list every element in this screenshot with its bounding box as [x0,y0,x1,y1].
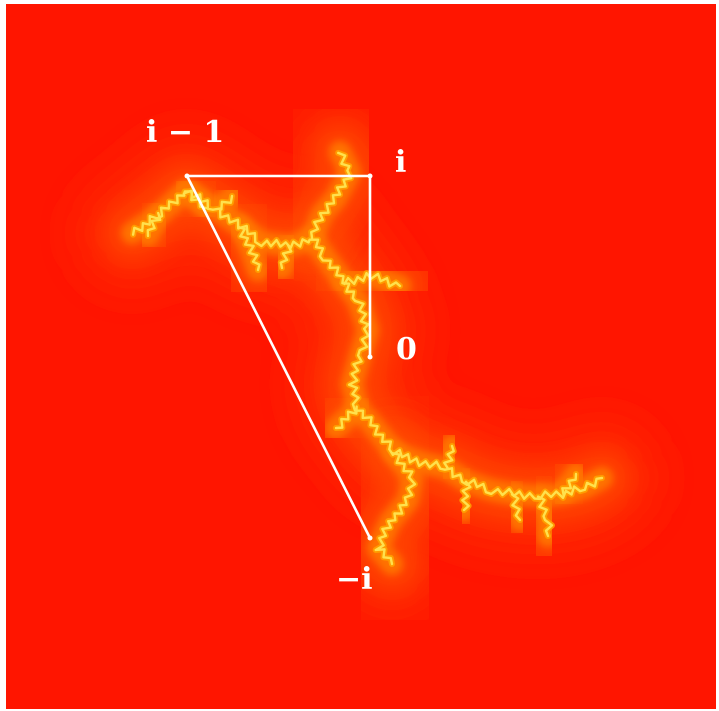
fractal-core [374,451,417,566]
vertex-points [184,173,373,541]
fractal-core [146,211,162,238]
vertex-i_minus_1 [184,173,190,179]
fractal-core [561,472,578,497]
fractal-core [443,444,455,470]
label-minus-i: −i [336,562,373,597]
fractal-core [510,493,522,522]
label-zero: 0 [396,332,417,367]
vertex-zero [367,354,373,360]
edge-i_minus_1-to-minus_i [185,174,372,540]
vertex-i [367,173,373,179]
fractal-core [461,480,472,512]
label-i-minus-1: i − 1 [146,115,225,150]
triangle-edges [185,174,372,540]
label-i: i [395,145,407,180]
fractal-core [279,244,293,270]
vertex-minus_i [367,535,373,541]
fractal-core [536,495,554,538]
fractal-core [131,189,604,501]
fractal-core [220,194,234,211]
fractal-core [334,405,358,430]
fractal-core [183,190,208,210]
fractal-core [310,151,353,240]
julia-set-boundary [130,149,605,567]
fractal-core [236,225,261,272]
